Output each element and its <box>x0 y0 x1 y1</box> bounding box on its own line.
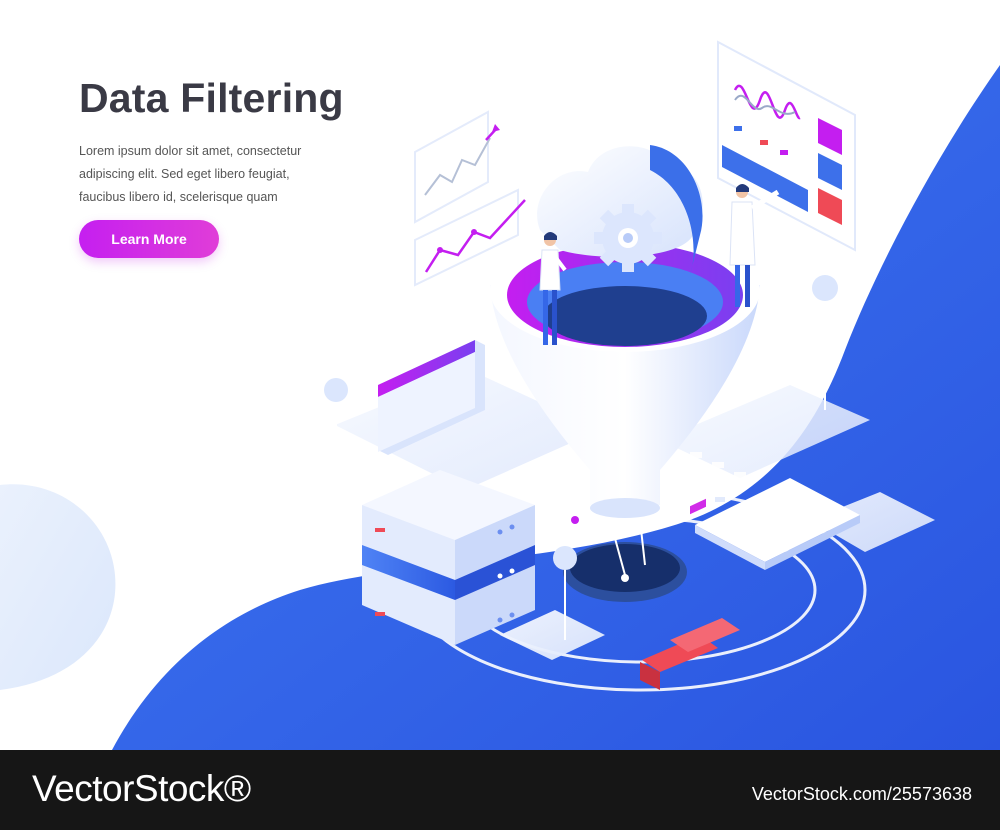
description-line: adipiscing elit. Sed eget libero feugiat… <box>79 167 290 181</box>
window-panel <box>378 340 485 455</box>
data-filtering-illustration <box>324 40 935 692</box>
description-line: Lorem ipsum dolor sit amet, consectetur <box>79 144 302 158</box>
background-shapes <box>0 65 1000 750</box>
description-line: faucibus libero id, scelerisque quam <box>79 190 278 204</box>
hero-section: Data Filtering Lorem ipsum dolor sit ame… <box>79 70 409 258</box>
page-title: Data Filtering <box>79 75 344 121</box>
learn-more-button[interactable]: Learn More <box>79 220 219 258</box>
person-icon <box>729 184 780 307</box>
landing-page: Data Filtering Lorem ipsum dolor sit ame… <box>0 40 1000 750</box>
filter-hole <box>563 516 687 602</box>
cloud-icon <box>537 145 703 275</box>
hero-description: Lorem ipsum dolor sit amet, consectetur … <box>79 140 409 209</box>
left-blob-shape <box>0 484 116 690</box>
server-rack-icon <box>362 470 535 645</box>
data-particles <box>690 452 746 502</box>
gear-icon <box>594 204 662 272</box>
filtered-blocks <box>640 618 740 690</box>
pin-icon <box>324 275 838 640</box>
data-board <box>690 478 860 570</box>
line-chart-icon <box>414 110 526 287</box>
footer-bar: VectorStock® VectorStock.com/25573638 <box>0 750 1000 830</box>
blue-wave-shape <box>112 65 1000 750</box>
image-id-watermark: VectorStock.com/25573638 <box>751 784 972 804</box>
brand-watermark: VectorStock® <box>32 768 251 809</box>
dashboard-icon <box>717 40 856 252</box>
person-icon <box>539 232 567 345</box>
